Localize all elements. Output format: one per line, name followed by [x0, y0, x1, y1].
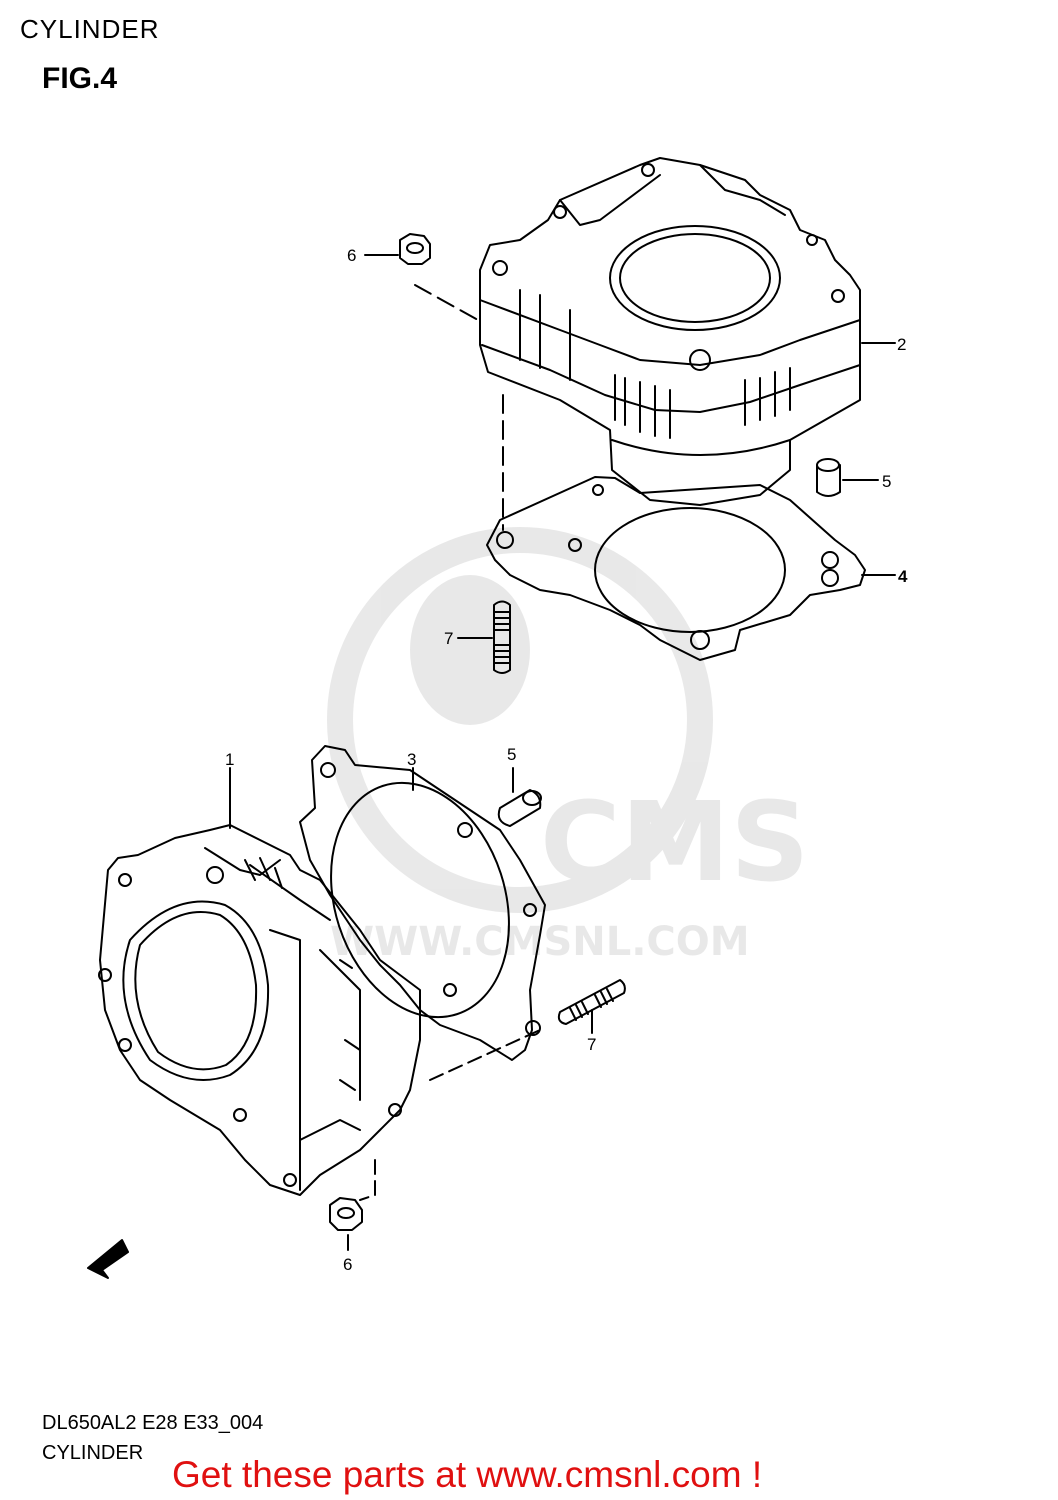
nut-lower	[329, 1197, 363, 1231]
cylinder-head-gasket-lower	[299, 745, 546, 1061]
callout-5-lower: 5	[507, 745, 516, 764]
dowel-pin-upper	[816, 458, 841, 497]
watermark-brand: CMS	[540, 778, 809, 906]
callout-6-upper: 6	[347, 246, 356, 265]
dowel-pin-lower	[497, 789, 542, 827]
callout-1: 1	[225, 750, 234, 769]
callout-6-lower: 6	[343, 1255, 352, 1274]
cms-watermark: CMS WWW.CMSNL.COM	[327, 527, 809, 965]
callout-7-upper: 7	[444, 629, 453, 648]
callout-numbers: 6 2 5 4 7 1 3 5 7 6 FWD	[103, 246, 908, 1274]
nut-upper	[399, 233, 431, 265]
callout-7-lower: 7	[587, 1035, 596, 1054]
cylinder-lower-drawing	[98, 824, 421, 1196]
fwd-arrow-icon	[87, 1239, 129, 1279]
callout-3: 3	[407, 750, 416, 769]
callout-5-upper: 5	[882, 472, 891, 491]
cylinder-base-gasket	[486, 476, 866, 661]
promo-link[interactable]: Get these parts at www.cmsnl.com !	[172, 1454, 763, 1495]
watermark-url: WWW.CMSNL.COM	[330, 919, 750, 965]
figure-label: FIG.4	[42, 62, 118, 95]
cylinder-upper-drawing	[479, 157, 861, 506]
alignment-line-upper-a	[414, 284, 479, 321]
footer-section-name: CYLINDER	[42, 1442, 144, 1464]
stud-bolt-upper	[493, 600, 511, 674]
callout-4: 4	[898, 567, 908, 586]
callout-2: 2	[897, 335, 906, 354]
stud-bolt-lower	[557, 979, 626, 1025]
alignment-line-lower-a	[359, 1159, 376, 1201]
alignment-line-lower-b	[429, 1029, 541, 1081]
page-header-title: CYLINDER	[20, 14, 160, 44]
footer-model-code: DL650AL2 E28 E33_004	[42, 1412, 264, 1434]
